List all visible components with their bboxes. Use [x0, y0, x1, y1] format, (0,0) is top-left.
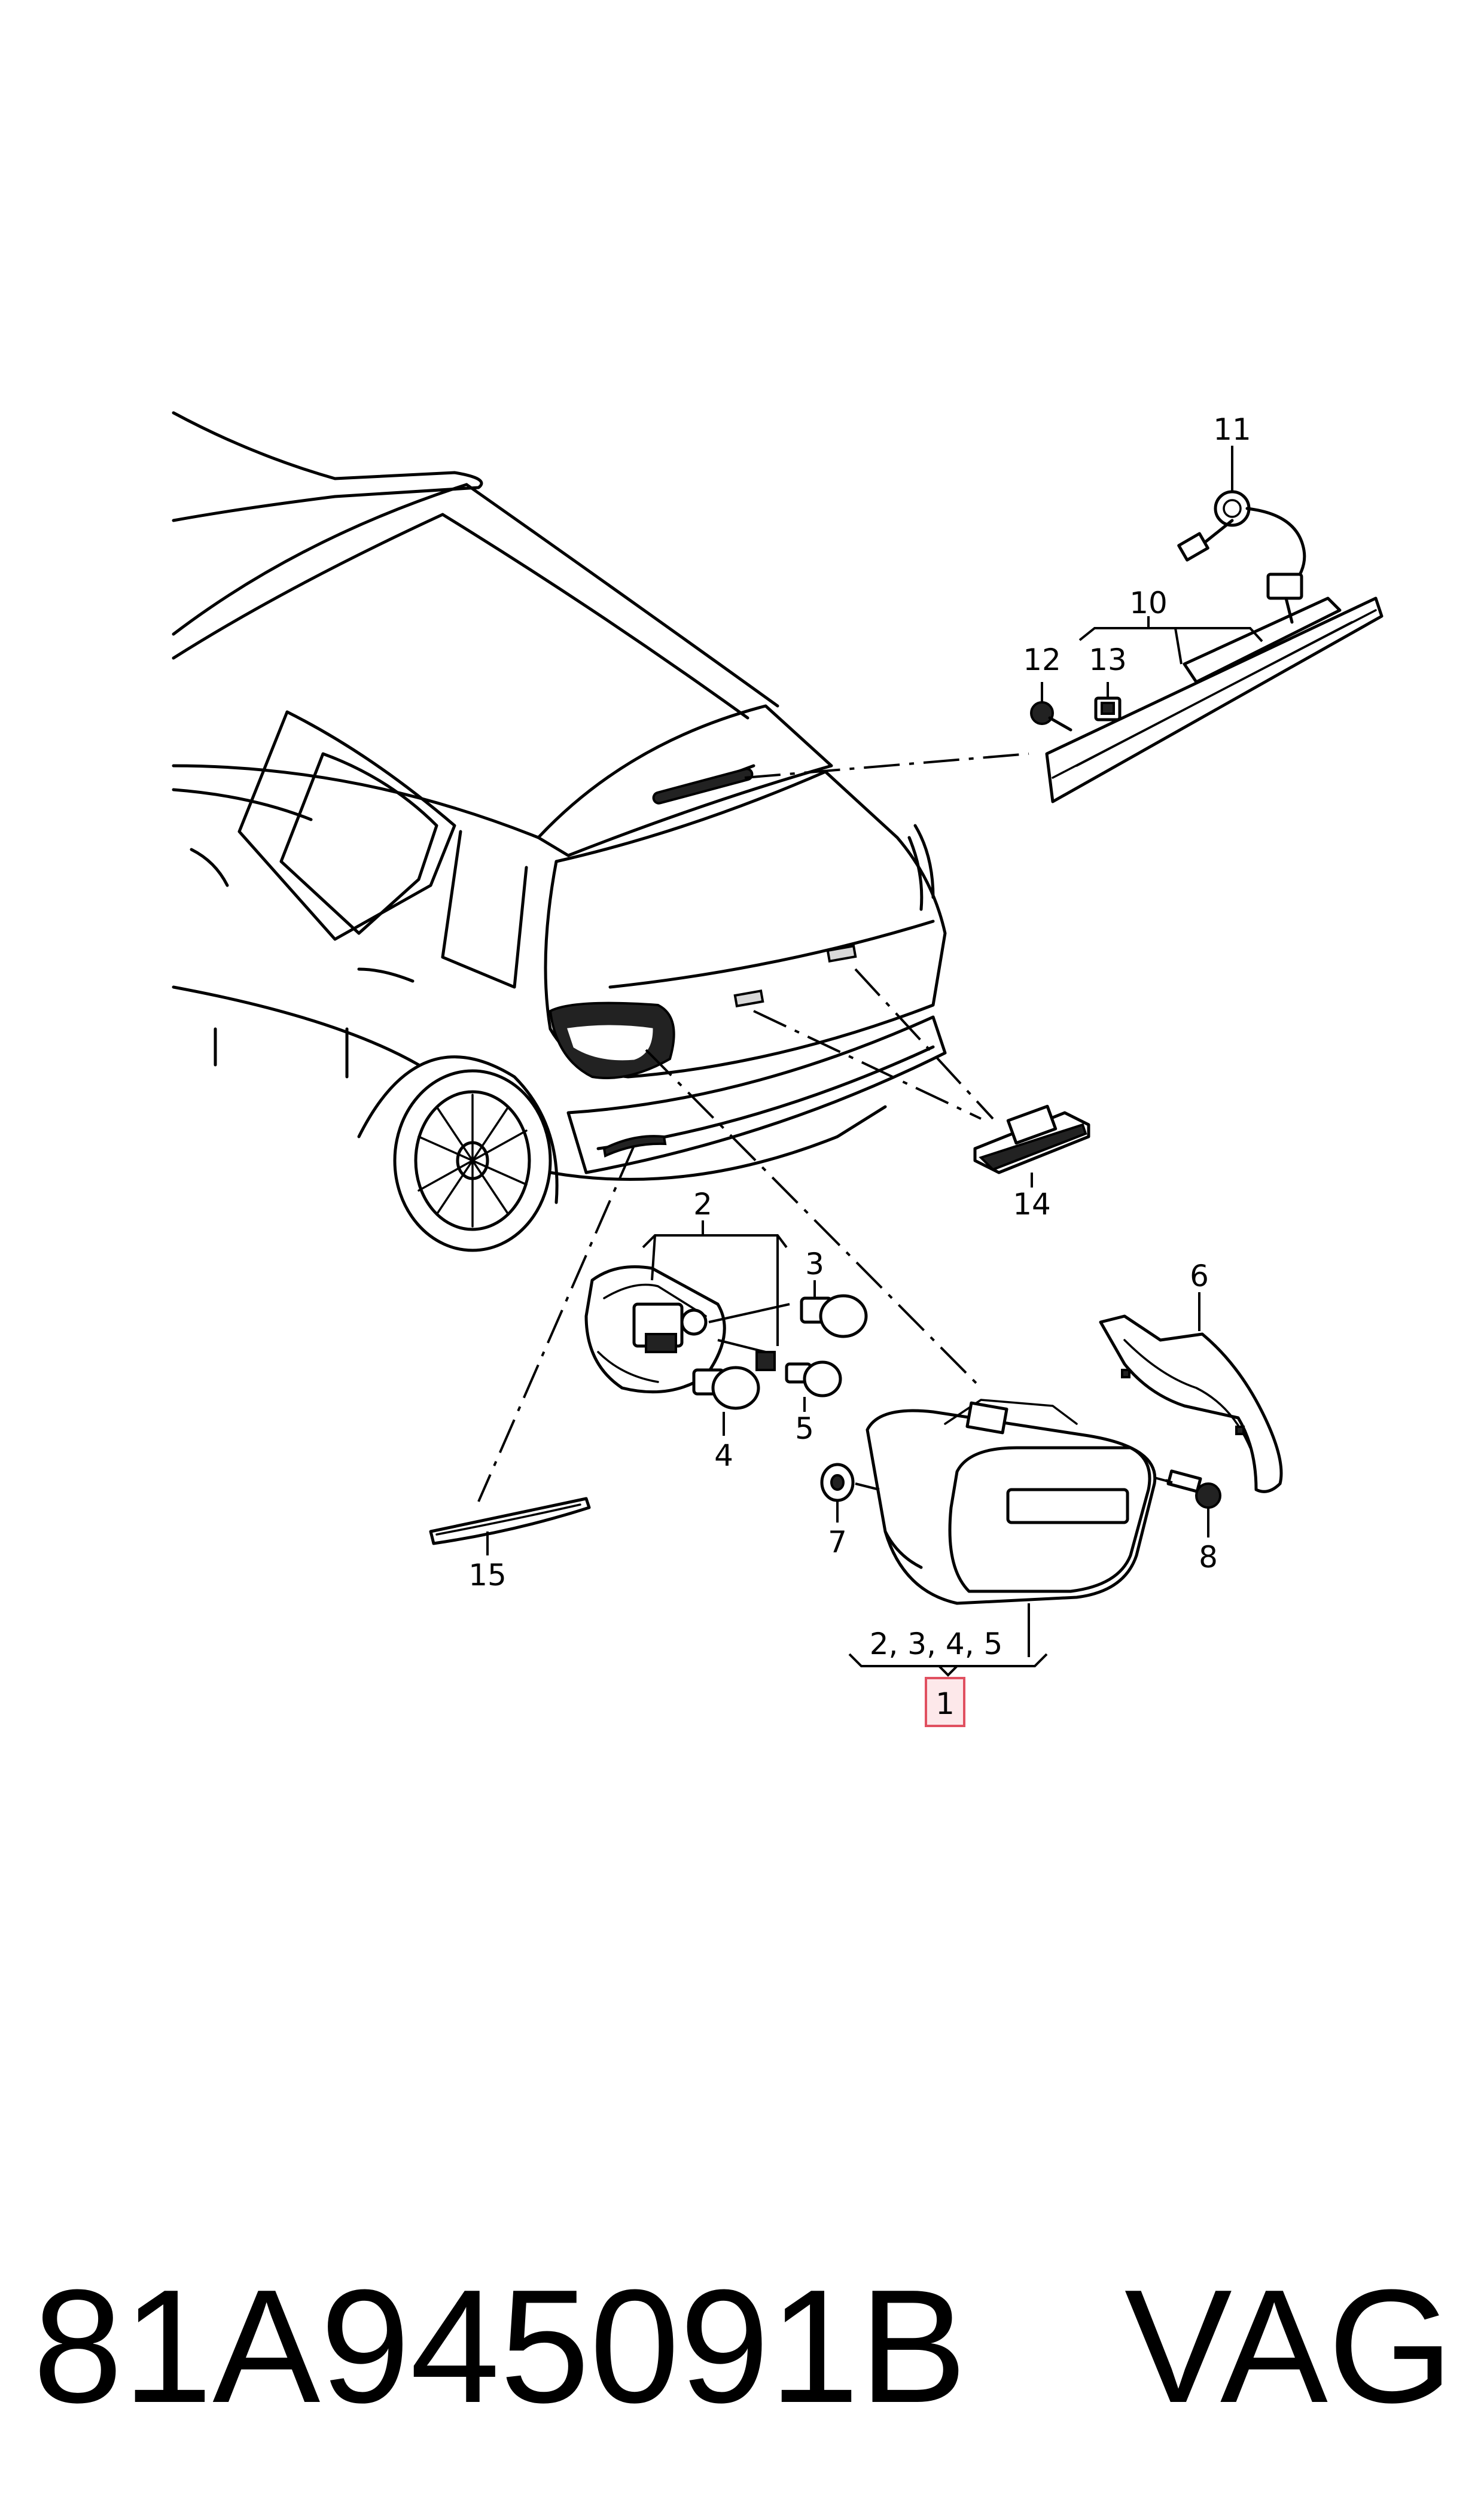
bulb-5: [755, 1351, 842, 1397]
callout-5: 5: [795, 1411, 814, 1446]
callout-labels: 11 10 12 13 14 2 3 6 5 4 7 8 15 15 2, 3,…: [468, 412, 1251, 1661]
callout-15-label: 15: [468, 1558, 507, 1593]
leader-lines: [477, 753, 1029, 1502]
bulb-4: [692, 1366, 760, 1410]
callout-14: 14: [1013, 1187, 1051, 1222]
callout-11: 11: [1213, 412, 1251, 447]
callout-2: 2: [693, 1187, 712, 1222]
callout-13: 13: [1089, 643, 1127, 677]
bulb-holder-2: [584, 1265, 726, 1394]
callout-12: 12: [1023, 643, 1061, 677]
wiring-harness-11: [1177, 490, 1306, 624]
part-number: 81A945091B: [33, 2257, 967, 2437]
license-plate-light-14: [973, 1104, 1090, 1174]
clip-13: [1094, 696, 1122, 721]
bolt-8: [1154, 1469, 1221, 1509]
grommet-7: [820, 1463, 880, 1502]
bulb-3: [800, 1294, 868, 1338]
callout-7: 7: [828, 1525, 847, 1560]
callout-6: 6: [1190, 1259, 1209, 1293]
callout-4: 4: [714, 1438, 733, 1473]
callout-3: 3: [805, 1247, 824, 1281]
tail-light-assembly-1: [866, 1399, 1157, 1605]
callout-1: 1: [936, 1686, 955, 1721]
trim-cover-6: [1099, 1314, 1283, 1493]
bulb-leaders: [708, 1303, 790, 1353]
callout-1-highlight[interactable]: 1: [925, 1677, 965, 1727]
callout-10: 10: [1129, 586, 1168, 620]
callout-8: 8: [1199, 1540, 1218, 1575]
screw-12: [1030, 701, 1072, 732]
reflector-15: [429, 1497, 591, 1545]
brand-label: VAG: [1125, 2257, 1453, 2437]
vehicle-illustration: [172, 411, 947, 1252]
group-label-2-5: 2, 3, 4, 5: [870, 1627, 1003, 1661]
callout-brackets: [486, 446, 1263, 1677]
